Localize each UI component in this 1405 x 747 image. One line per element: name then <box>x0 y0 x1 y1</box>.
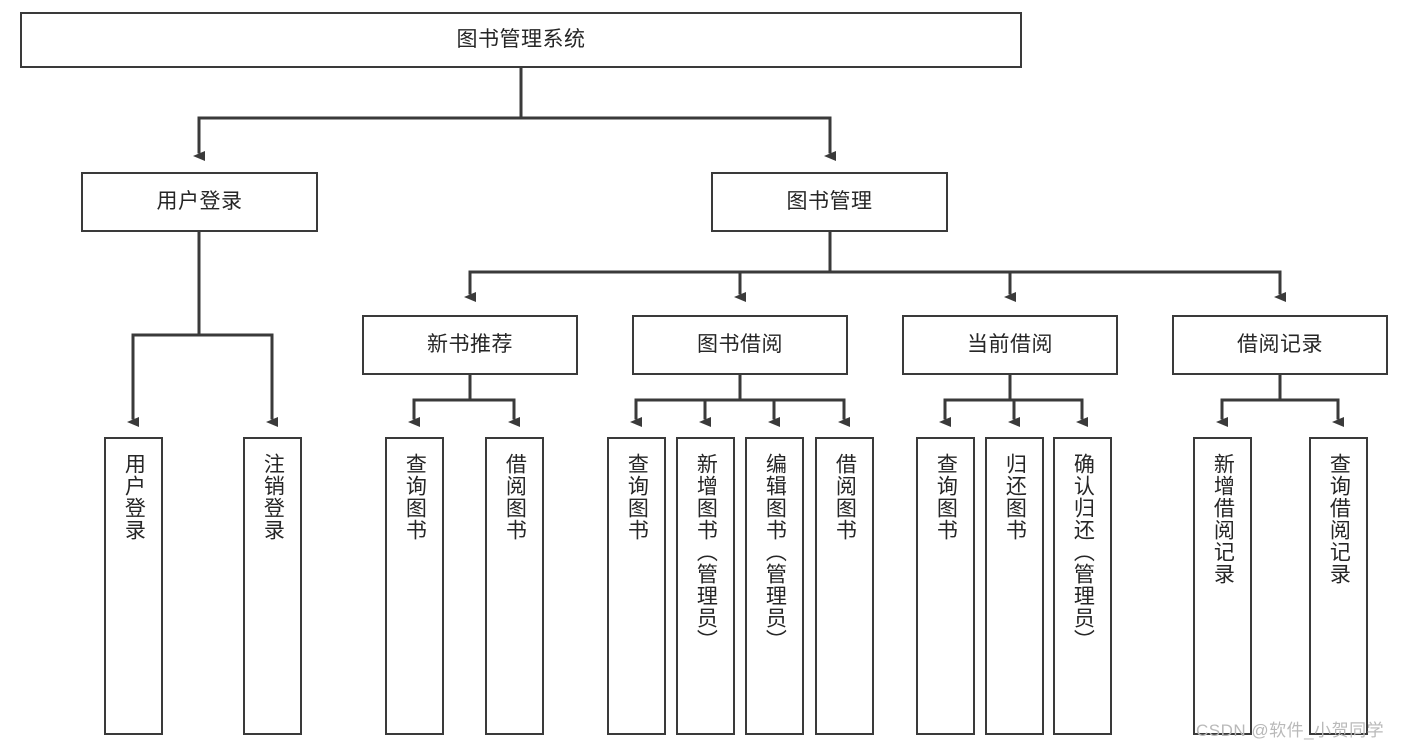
leaf-confirm-return[interactable]: 确认归还（管理员） <box>1053 437 1112 735</box>
leaf-user-login[interactable]: 用户登录 <box>104 437 163 735</box>
node-user-login[interactable]: 用户登录 <box>81 172 318 232</box>
leaf-borrow-book[interactable]: 借阅图书 <box>815 437 874 735</box>
node-label: 用户登录 <box>122 453 146 541</box>
node-label: 查询图书 <box>625 453 649 541</box>
node-label: 借阅图书 <box>833 453 857 541</box>
node-label: 新增借阅记录 <box>1211 453 1235 585</box>
leaf-logout-login[interactable]: 注销登录 <box>243 437 302 735</box>
leaf-return-book[interactable]: 归还图书 <box>985 437 1044 735</box>
node-label: 查询借阅记录 <box>1327 453 1351 585</box>
node-book-manage[interactable]: 图书管理 <box>711 172 948 232</box>
csdn-watermark: CSDN @软件_小贺同学 <box>1196 721 1385 740</box>
node-label: 归还图书 <box>1003 453 1027 541</box>
leaf-edit-book[interactable]: 编辑图书（管理员） <box>745 437 804 735</box>
leaf-query-book-recommend[interactable]: 查询图书 <box>385 437 444 735</box>
node-current-borrow[interactable]: 当前借阅 <box>902 315 1118 375</box>
node-book-borrow[interactable]: 图书借阅 <box>632 315 848 375</box>
leaf-borrow-book-recommend[interactable]: 借阅图书 <box>485 437 544 735</box>
node-label: 图书管理系统 <box>456 27 586 51</box>
node-label: 图书借阅 <box>697 332 783 356</box>
node-label: 查询图书 <box>403 453 427 541</box>
leaf-query-book-current[interactable]: 查询图书 <box>916 437 975 735</box>
node-label: 用户登录 <box>156 189 243 213</box>
node-label: 借阅记录 <box>1237 332 1323 356</box>
node-label: 注销登录 <box>261 453 285 541</box>
node-new-book-recommend[interactable]: 新书推荐 <box>362 315 578 375</box>
node-label: 图书管理 <box>786 189 873 213</box>
node-label: 新增图书（管理员） <box>694 453 718 651</box>
leaf-query-record[interactable]: 查询借阅记录 <box>1309 437 1368 735</box>
leaf-query-book-borrow[interactable]: 查询图书 <box>607 437 666 735</box>
node-label: 确认归还（管理员） <box>1071 453 1095 651</box>
node-label: 当前借阅 <box>967 332 1053 356</box>
node-borrow-record[interactable]: 借阅记录 <box>1172 315 1388 375</box>
node-label: 查询图书 <box>934 453 958 541</box>
node-root-system[interactable]: 图书管理系统 <box>20 12 1022 68</box>
node-label: 编辑图书（管理员） <box>763 453 787 651</box>
node-label: 新书推荐 <box>427 332 513 356</box>
node-label: 借阅图书 <box>503 453 527 541</box>
leaf-add-record[interactable]: 新增借阅记录 <box>1193 437 1252 735</box>
leaf-add-book[interactable]: 新增图书（管理员） <box>676 437 735 735</box>
